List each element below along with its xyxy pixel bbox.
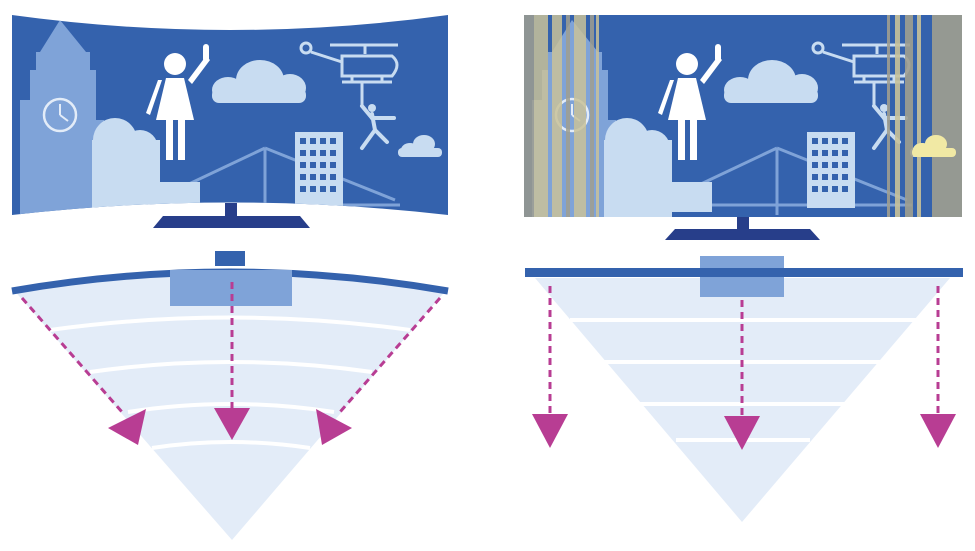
arrow-left-head bbox=[532, 414, 568, 448]
arrow-left-head bbox=[108, 409, 146, 445]
flat-tv-screen bbox=[524, 15, 962, 217]
glare-cloud bbox=[912, 135, 956, 157]
curved-converging-arrows bbox=[20, 282, 442, 445]
glare-stripes-right bbox=[887, 15, 962, 217]
arrow-right-head bbox=[316, 409, 352, 445]
flat-stand-top-view bbox=[700, 256, 784, 268]
flat-parallel-arrows bbox=[532, 286, 956, 450]
curved-tv-stand bbox=[153, 203, 310, 228]
flat-tv-panel bbox=[524, 15, 963, 522]
flat-base-top-view bbox=[700, 277, 784, 297]
glare-stripes-left bbox=[524, 15, 599, 217]
flat-viewing-cone bbox=[525, 256, 963, 522]
curved-tv-panel bbox=[11, 15, 449, 540]
arrow-right-head bbox=[920, 414, 956, 448]
curved-viewing-cone bbox=[11, 251, 449, 540]
curved-tv-screen bbox=[12, 15, 448, 215]
curved-stand-top-view bbox=[215, 251, 245, 266]
flat-screen-top-view bbox=[525, 268, 963, 277]
arrow-center-head bbox=[724, 416, 760, 450]
arrow-center-head bbox=[214, 408, 250, 440]
flat-tv-stand bbox=[665, 217, 820, 240]
